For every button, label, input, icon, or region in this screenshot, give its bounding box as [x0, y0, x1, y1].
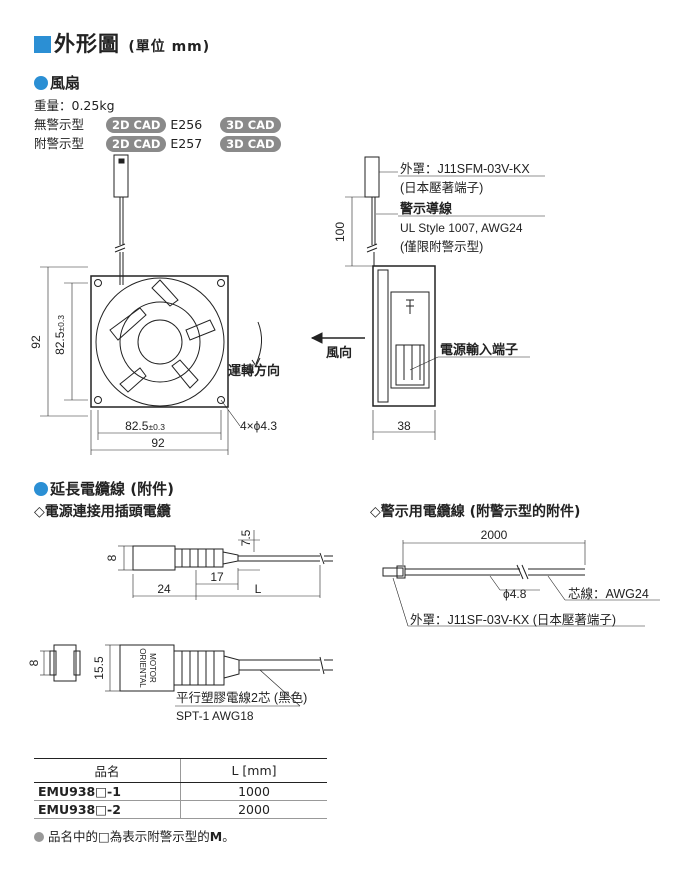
cad-3d-link[interactable]: 3D CAD: [220, 117, 281, 133]
dim-phi-4-8: ϕ4.8: [503, 587, 527, 601]
power-terminal-label: 電源輸入端子: [440, 342, 518, 357]
dim-82-5-horizontal: 82.5±0.3: [125, 419, 165, 433]
fan-heading: 風扇: [34, 72, 80, 93]
cad-2d-link[interactable]: 2D CAD: [105, 136, 167, 152]
dim-L: L: [255, 582, 262, 596]
table-header-name: 品名: [34, 758, 181, 783]
table-cell-name: EMU938□-2: [34, 800, 181, 819]
housing-maker: (日本壓著端子): [400, 181, 483, 195]
table-cell-L: 1000: [180, 782, 327, 801]
fan-drawing: 92 82.5±0.3 82.5±0.3 92 4×ϕ4.3 運轉方向 100 …: [29, 154, 545, 455]
footnote: 品名中的□為表示附警示型的M。: [34, 826, 235, 845]
title-unit: (單位 mm): [128, 39, 211, 55]
dim-15-5: 15.5: [92, 656, 106, 680]
cable-drawing: 8 7.5 17 24 L 8 15.5 ORIENTAL MOTOR 平行塑膠…: [27, 528, 660, 723]
dim-17: 17: [210, 570, 224, 584]
lead-spec: UL Style 1007, AWG24: [400, 221, 523, 235]
ext-cable-heading: 延長電纜線 (附件): [34, 478, 174, 499]
alarm-housing-label: 外罩：J11SF-03V-KX (日本壓著端子): [410, 613, 616, 627]
cad-code: E256: [170, 117, 203, 132]
holes-label: 4×ϕ4.3: [240, 419, 277, 433]
dim-8: 8: [105, 554, 119, 561]
dim-82-5-vertical: 82.5±0.3: [53, 315, 67, 355]
table-header-L: L [mm]: [180, 758, 327, 783]
lead-note: (僅限附警示型): [400, 239, 483, 254]
power-cable-title: ◇電源連接用插頭電纜: [34, 504, 171, 520]
title-square-icon: [34, 36, 51, 53]
plug-text-motor: MOTOR: [148, 653, 157, 683]
fan-row-1: 無警示型 2D CAD E256 3D CAD: [34, 114, 281, 133]
bullet-dot-icon: [34, 482, 48, 496]
page-title: 外形圖 (單位 mm): [34, 28, 210, 58]
fan-row-2: 附警示型 2D CAD E257 3D CAD: [34, 133, 281, 152]
dim-100: 100: [333, 222, 347, 242]
dim-38: 38: [397, 419, 411, 433]
cable-spec: SPT-1 AWG18: [176, 709, 254, 723]
alarm-lead-label: 警示導線: [400, 201, 453, 216]
bullet-dot-icon: [34, 76, 48, 90]
cad-3d-link[interactable]: 3D CAD: [220, 136, 281, 152]
cad-code: E257: [170, 136, 203, 151]
table-row: EMU938□-1 1000: [34, 782, 327, 801]
rotation-label: 運轉方向: [228, 363, 280, 378]
fan-row-label: 無警示型: [34, 117, 85, 132]
dim-24: 24: [157, 582, 171, 596]
table-header-row: 品名 L [mm]: [34, 758, 327, 783]
core-label: 芯線：AWG24: [568, 586, 649, 601]
dim-92-vertical: 92: [29, 335, 43, 349]
fan-row-label: 附警示型: [34, 136, 85, 151]
dim-8-end: 8: [27, 659, 41, 666]
dim-7-5: 7.5: [239, 529, 253, 546]
product-table: 品名 L [mm] EMU938□-1 1000 EMU938□-2 2000: [34, 758, 327, 819]
table-row: EMU938□-2 2000: [34, 800, 327, 819]
dim-2000: 2000: [481, 528, 508, 542]
cad-2d-link[interactable]: 2D CAD: [105, 117, 167, 133]
table-cell-L: 2000: [180, 800, 327, 819]
alarm-cable-title: ◇警示用電纜線 (附警示型的附件): [370, 504, 581, 520]
housing-label: 外罩：J11SFM-03V-KX: [400, 162, 530, 176]
plug-text-oriental: ORIENTAL: [138, 648, 147, 688]
dim-92-horizontal: 92: [151, 436, 165, 450]
footnote-bullet-icon: [34, 832, 44, 842]
cable-desc: 平行塑膠電線2芯 (黑色): [176, 690, 307, 705]
table-cell-name: EMU938□-1: [34, 782, 181, 801]
airflow-label: 風向: [326, 345, 352, 360]
fan-weight: 重量：0.25kg: [34, 98, 115, 113]
